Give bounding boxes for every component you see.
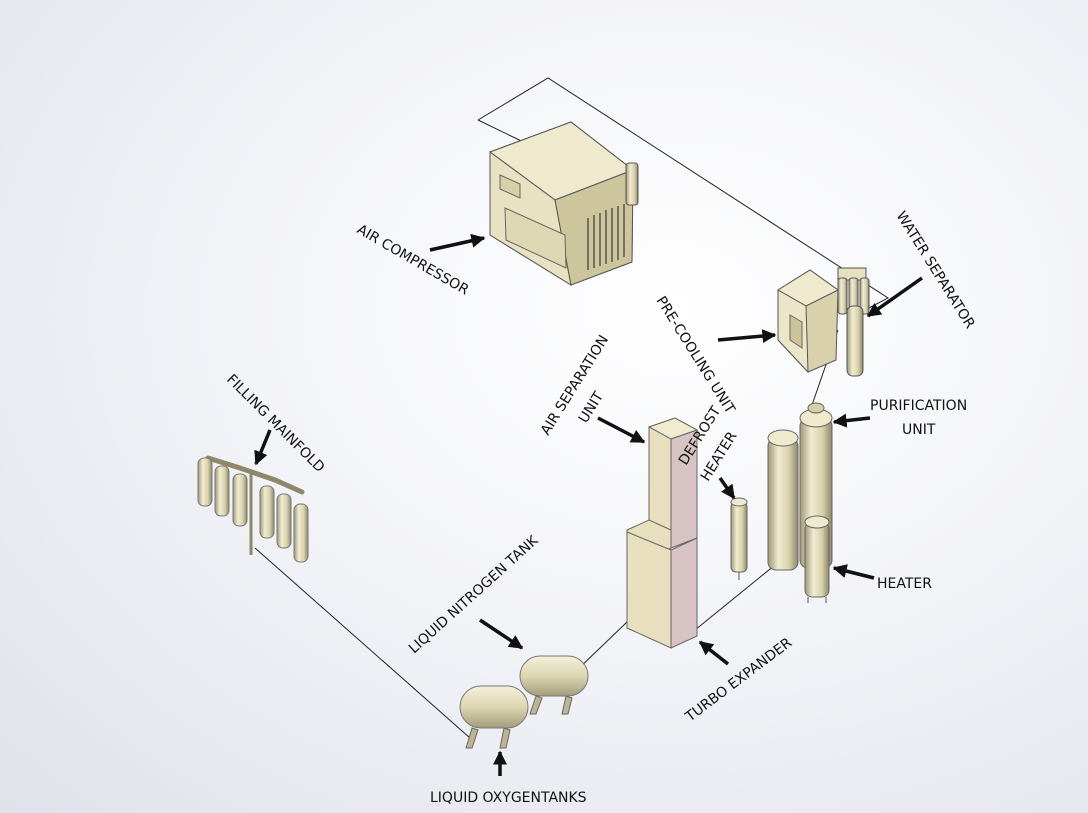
label-purification-unit-line2: UNIT bbox=[902, 422, 936, 438]
arrow-defrost-heater bbox=[718, 476, 736, 500]
label-pre-cooling-unit: PRE-COOLING UNIT bbox=[653, 294, 738, 417]
filling-manifold[interactable] bbox=[197, 455, 309, 563]
turbo-expander[interactable] bbox=[626, 531, 698, 649]
water-separator[interactable] bbox=[837, 267, 870, 377]
liquid-oxygen-tank[interactable] bbox=[459, 685, 529, 749]
arrow-heater bbox=[832, 564, 875, 580]
arrow-air-separation-unit bbox=[597, 416, 646, 444]
label-air-separation-unit-line1: AIR SEPARATION bbox=[538, 332, 612, 438]
arrow-pre-cooling-unit bbox=[717, 329, 777, 344]
arrow-air-compressor bbox=[429, 233, 486, 252]
air-separation-unit[interactable] bbox=[626, 417, 699, 559]
label-heater: HEATER bbox=[877, 576, 932, 592]
label-liquid-nitrogen-tank: LIQUID NITROGEN TANK bbox=[406, 532, 542, 657]
arrow-water-separator bbox=[866, 276, 924, 318]
air-compressor[interactable] bbox=[488, 121, 639, 287]
pre-cooling-unit[interactable] bbox=[777, 269, 839, 374]
defrost-heater[interactable] bbox=[730, 497, 748, 580]
label-purification-unit-line1: PURIFICATION bbox=[870, 398, 967, 414]
heater[interactable] bbox=[804, 515, 830, 603]
arrow-liquid-nitrogen-tank bbox=[479, 618, 524, 650]
arrow-purification-unit bbox=[832, 413, 871, 428]
pointer-arrows bbox=[254, 233, 924, 776]
pipe-heater-to-expander bbox=[694, 564, 776, 631]
arrow-turbo-expander bbox=[698, 640, 730, 666]
label-air-compressor: AIR COMPRESSOR bbox=[354, 222, 472, 299]
label-water-separator: WATER SEPARATOR bbox=[893, 209, 978, 332]
pipe-manifold-to-tanks bbox=[254, 547, 471, 739]
label-turbo-expander: TURBO EXPANDER bbox=[682, 635, 795, 726]
label-filling-manifold: FILLING MAINFOLD bbox=[223, 372, 327, 476]
arrow-filling-manifold bbox=[254, 429, 272, 466]
liquid-nitrogen-tank[interactable] bbox=[519, 655, 589, 715]
label-liquid-oxygen-tanks: LIQUID OXYGENTANKS bbox=[430, 790, 587, 806]
